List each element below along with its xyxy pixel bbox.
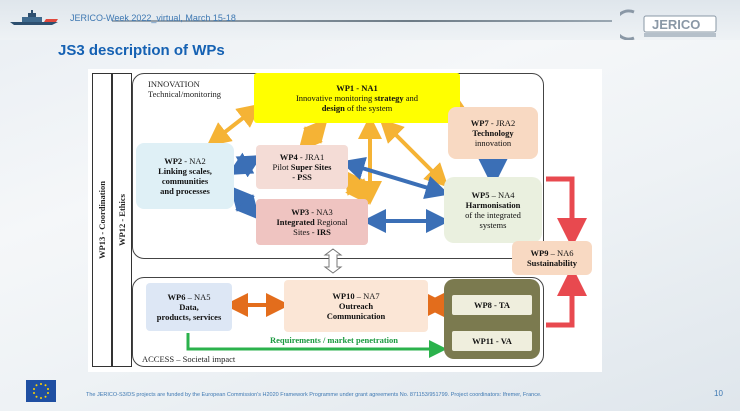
wp13-coordination-label: WP13 - Coordination	[92, 73, 112, 367]
wp-diagram: WP13 - Coordination WP12 - Ethics INNOVA…	[88, 69, 602, 372]
wp5-box: WP5 – NA4 Harmonisation of the integrate…	[444, 177, 542, 243]
wp1-box: WP1 - NA1 Innovative monitoring strategy…	[254, 73, 460, 123]
event-header-text: JERICO-Week 2022_virtual, March 15-18	[70, 13, 236, 23]
access-zone-label: ACCESS – Societal impact	[142, 354, 236, 364]
arrow-wp2-wp4	[227, 152, 263, 178]
wp9-code: – NA6	[548, 248, 574, 258]
wp9-title: WP9	[530, 248, 549, 258]
wp1-desc-system: of the system	[344, 103, 393, 113]
wp4-line1: Pilot	[272, 162, 291, 172]
wp2-line3: and processes	[160, 186, 210, 196]
wp1-title: WP1 - NA1	[336, 83, 378, 93]
wp6-line1: Data,	[179, 302, 199, 312]
wp11-title: WP11 - VA	[472, 336, 512, 346]
arrow-wp1-wp2	[206, 103, 262, 147]
wp2-line2: communities	[161, 176, 209, 186]
wp2-code: - NA2	[182, 156, 206, 166]
research-vessel-icon	[10, 10, 58, 25]
arrow-innovation-access	[323, 248, 343, 274]
wp3-line1: Integrated	[276, 217, 315, 227]
wp7-title: WP7	[470, 118, 489, 128]
wp4-line1-bold: Super Sites	[290, 162, 332, 172]
wp7-line1: Technology	[472, 128, 514, 138]
wp6-line2: products, services	[156, 312, 222, 322]
wp1-desc-and: and	[403, 93, 419, 103]
arrow-wp1-wp4	[298, 117, 328, 153]
wp2-title: WP2	[164, 156, 183, 166]
eu-flag-icon	[26, 380, 56, 402]
wp7-box: WP7 - JRA2 Technology innovation	[448, 107, 538, 159]
wp3-title: WP3	[291, 207, 310, 217]
funding-footer: The JERICO-S3/DS projects are funded by …	[86, 392, 542, 398]
wp5-code: – NA4	[489, 190, 515, 200]
wp5-line3: systems	[479, 220, 507, 230]
wp3-line2: Sites -	[293, 227, 317, 237]
arrow-innovation-wp9	[546, 176, 587, 248]
wp4-box: WP4 - JRA1 Pilot Super Sites - PSS	[256, 145, 348, 189]
wp10-line2: Communication	[326, 311, 386, 321]
wp4-title: WP4	[279, 152, 298, 162]
wp6-title: WP6	[167, 292, 186, 302]
wp3-line2-bold: IRS	[316, 227, 331, 237]
wp6-box: WP6 – NA5 Data, products, services	[146, 283, 232, 331]
wp2-box: WP2 - NA2 Linking scales, communities an…	[136, 143, 234, 209]
wp10-code: – NA7	[354, 291, 380, 301]
wp1-desc-design: design	[321, 103, 345, 113]
wp4-code: - JRA1	[297, 152, 325, 162]
requirements-label: Requirements / market penetration	[269, 335, 399, 345]
wp5-title: WP5	[471, 190, 490, 200]
wp8-title: WP8 - TA	[473, 300, 511, 310]
wp10-box: WP10 – NA7 Outreach Communication	[284, 280, 428, 332]
wp3-code: - NA3	[309, 207, 333, 217]
wp7-line2: innovation	[474, 138, 512, 148]
wp5-line1: Harmonisation	[465, 200, 521, 210]
slide-title: JS3 description of WPs	[58, 42, 225, 59]
wp2-line1: Linking scales,	[158, 166, 212, 176]
wp5-line2: of the integrated	[465, 210, 521, 220]
wp6-code: – NA5	[185, 292, 211, 302]
wp1-desc: Innovative monitoring	[295, 93, 373, 103]
wp1-desc-strategy: strategy	[374, 93, 404, 103]
wp9-box: WP9 – NA6 Sustainability	[512, 241, 592, 275]
arrow-wp2-wp3	[230, 185, 260, 221]
wp3-box: WP3 - NA3 Integrated Regional Sites - IR…	[256, 199, 368, 245]
arrow-wp4-wp3-orange	[342, 169, 370, 205]
arrow-requirements	[186, 333, 447, 358]
arrow-wp4-wp5	[340, 156, 450, 200]
header-divider	[112, 20, 612, 22]
wp9-line1: Sustainability	[526, 258, 578, 268]
wp10-title: WP10	[332, 291, 355, 301]
page-number: 10	[714, 389, 723, 398]
svg-text:JERICO: JERICO	[652, 17, 700, 32]
wp12-ethics-label: WP12 - Ethics	[112, 73, 132, 367]
wp10-line1: Outreach	[338, 301, 374, 311]
wp4-line2: - PSS	[292, 172, 312, 182]
wp7-code: - JRA2	[488, 118, 516, 128]
jerico-logo: JERICO	[620, 9, 717, 40]
wp3-line1-rest: Regional	[314, 217, 348, 227]
wp8-box: WP8 - TA	[452, 295, 532, 315]
wp11-box: WP11 - VA	[452, 331, 532, 351]
arrow-wp1-wp5	[379, 118, 449, 188]
innovation-zone-label: INNOVATION Technical/monitoring	[148, 79, 222, 99]
arrow-access-wp9	[546, 266, 587, 328]
diagram-arrows	[186, 96, 587, 358]
